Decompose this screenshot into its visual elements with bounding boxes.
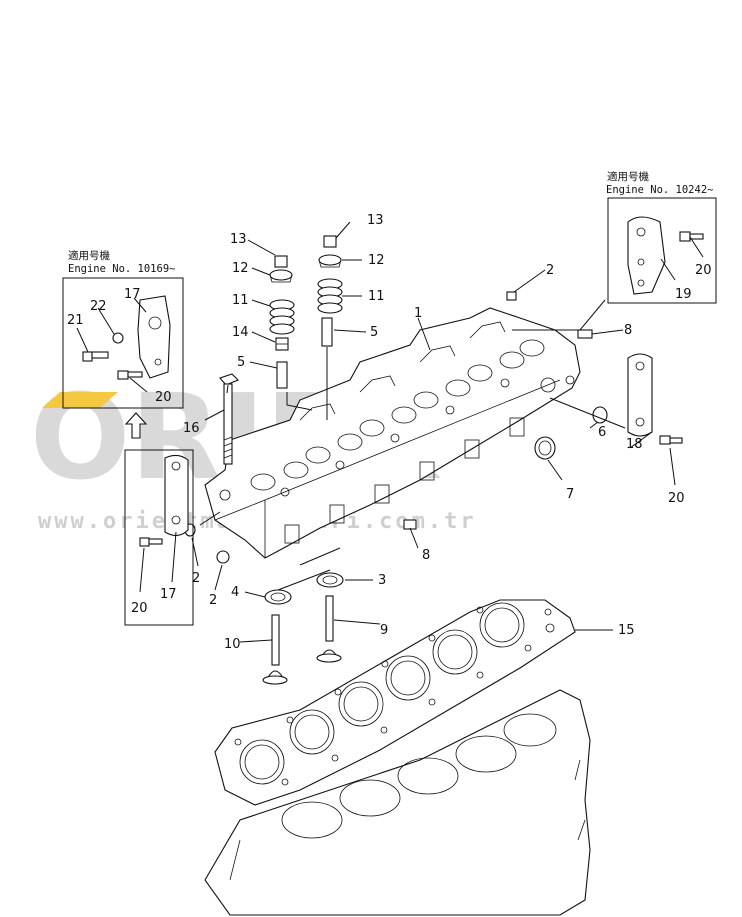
inset-right bbox=[607, 197, 717, 304]
leader-lines bbox=[76, 221, 704, 643]
retainer-12-right bbox=[318, 254, 342, 268]
retainer-12-left bbox=[269, 269, 293, 283]
plug-7 bbox=[534, 436, 556, 460]
callout-22: 22 bbox=[90, 299, 107, 314]
callout-8: 8 bbox=[422, 548, 430, 563]
callout-2: 2 bbox=[546, 263, 554, 278]
cylinder-head bbox=[204, 307, 581, 559]
callout-17: 17 bbox=[124, 287, 141, 302]
callout-3: 3 bbox=[378, 573, 386, 588]
plug-8-right bbox=[577, 329, 593, 339]
bolt-20-inset-top bbox=[117, 370, 143, 380]
callout-14: 14 bbox=[232, 325, 249, 340]
note-right-engine: Engine No. 10242~ bbox=[606, 184, 713, 196]
valve-spring-11-right bbox=[317, 278, 343, 314]
callout-5: 5 bbox=[237, 355, 245, 370]
note-left-kanji: 適用号機 bbox=[68, 249, 110, 262]
cap-13-right bbox=[323, 235, 337, 248]
callout-19: 19 bbox=[675, 287, 692, 302]
bolt-20-inset-bottom bbox=[139, 537, 163, 547]
callout-20: 20 bbox=[668, 491, 685, 506]
watermark-accent bbox=[42, 392, 118, 408]
callout-2: 2 bbox=[192, 571, 200, 586]
callout-16: 16 bbox=[183, 421, 200, 436]
callout-13: 13 bbox=[230, 232, 247, 247]
plug-6 bbox=[592, 406, 608, 424]
note-right-kanji: 適用号機 bbox=[607, 170, 649, 183]
callout-12: 12 bbox=[232, 261, 249, 276]
note-left-engine: Engine No. 10169~ bbox=[68, 263, 175, 275]
inset-left-top bbox=[62, 277, 184, 409]
callout-20: 20 bbox=[155, 390, 172, 405]
inset-left-bottom bbox=[124, 449, 194, 626]
callout-15: 15 bbox=[618, 623, 635, 638]
callout-2: 2 bbox=[209, 593, 217, 608]
plug-8-bottom bbox=[403, 519, 417, 530]
bolt-21 bbox=[82, 351, 109, 362]
valve-guide-5-right bbox=[321, 317, 333, 347]
engine-block bbox=[204, 689, 591, 916]
valve-seal-14 bbox=[275, 337, 289, 351]
callout-4: 4 bbox=[231, 585, 239, 600]
callout-20: 20 bbox=[695, 263, 712, 278]
callout-9: 9 bbox=[380, 623, 388, 638]
bracket-18 bbox=[627, 353, 653, 437]
callout-13: 13 bbox=[367, 213, 384, 228]
callout-labels: 13 13 12 12 11 11 14 5 5 16 2 1 8 6 7 18… bbox=[67, 213, 712, 652]
callout-7: 7 bbox=[566, 487, 574, 502]
plug-2-mid bbox=[216, 550, 230, 564]
cap-13-left bbox=[274, 255, 288, 268]
bolt-16 bbox=[219, 373, 239, 465]
callout-1: 1 bbox=[414, 306, 422, 321]
valve-seat-3 bbox=[316, 572, 344, 588]
valve-10 bbox=[262, 614, 288, 685]
callout-6: 6 bbox=[598, 425, 606, 440]
callout-17: 17 bbox=[160, 587, 177, 602]
head-gasket bbox=[214, 599, 576, 806]
valve-seat-4 bbox=[264, 589, 292, 605]
callout-10: 10 bbox=[224, 637, 241, 652]
valve-guide-5-left bbox=[276, 361, 288, 389]
note-right: 適用号機 Engine No. 10242~ bbox=[606, 170, 713, 196]
callout-12: 12 bbox=[368, 253, 385, 268]
bolt-20-inset-right bbox=[679, 231, 704, 242]
washer-22 bbox=[112, 332, 124, 344]
bolt-20-right bbox=[659, 435, 683, 445]
plug-2-top bbox=[506, 291, 517, 301]
callout-11: 11 bbox=[232, 293, 249, 308]
callout-18: 18 bbox=[626, 437, 643, 452]
callout-20: 20 bbox=[131, 601, 148, 616]
valve-spring-11-left bbox=[269, 299, 295, 335]
callout-11: 11 bbox=[368, 289, 385, 304]
valve-9 bbox=[316, 595, 342, 663]
arrow-up-icon bbox=[124, 412, 148, 439]
callout-21: 21 bbox=[67, 313, 84, 328]
callout-5: 5 bbox=[370, 325, 378, 340]
callout-8: 8 bbox=[624, 323, 632, 338]
note-left: 適用号機 Engine No. 10169~ bbox=[68, 249, 175, 275]
